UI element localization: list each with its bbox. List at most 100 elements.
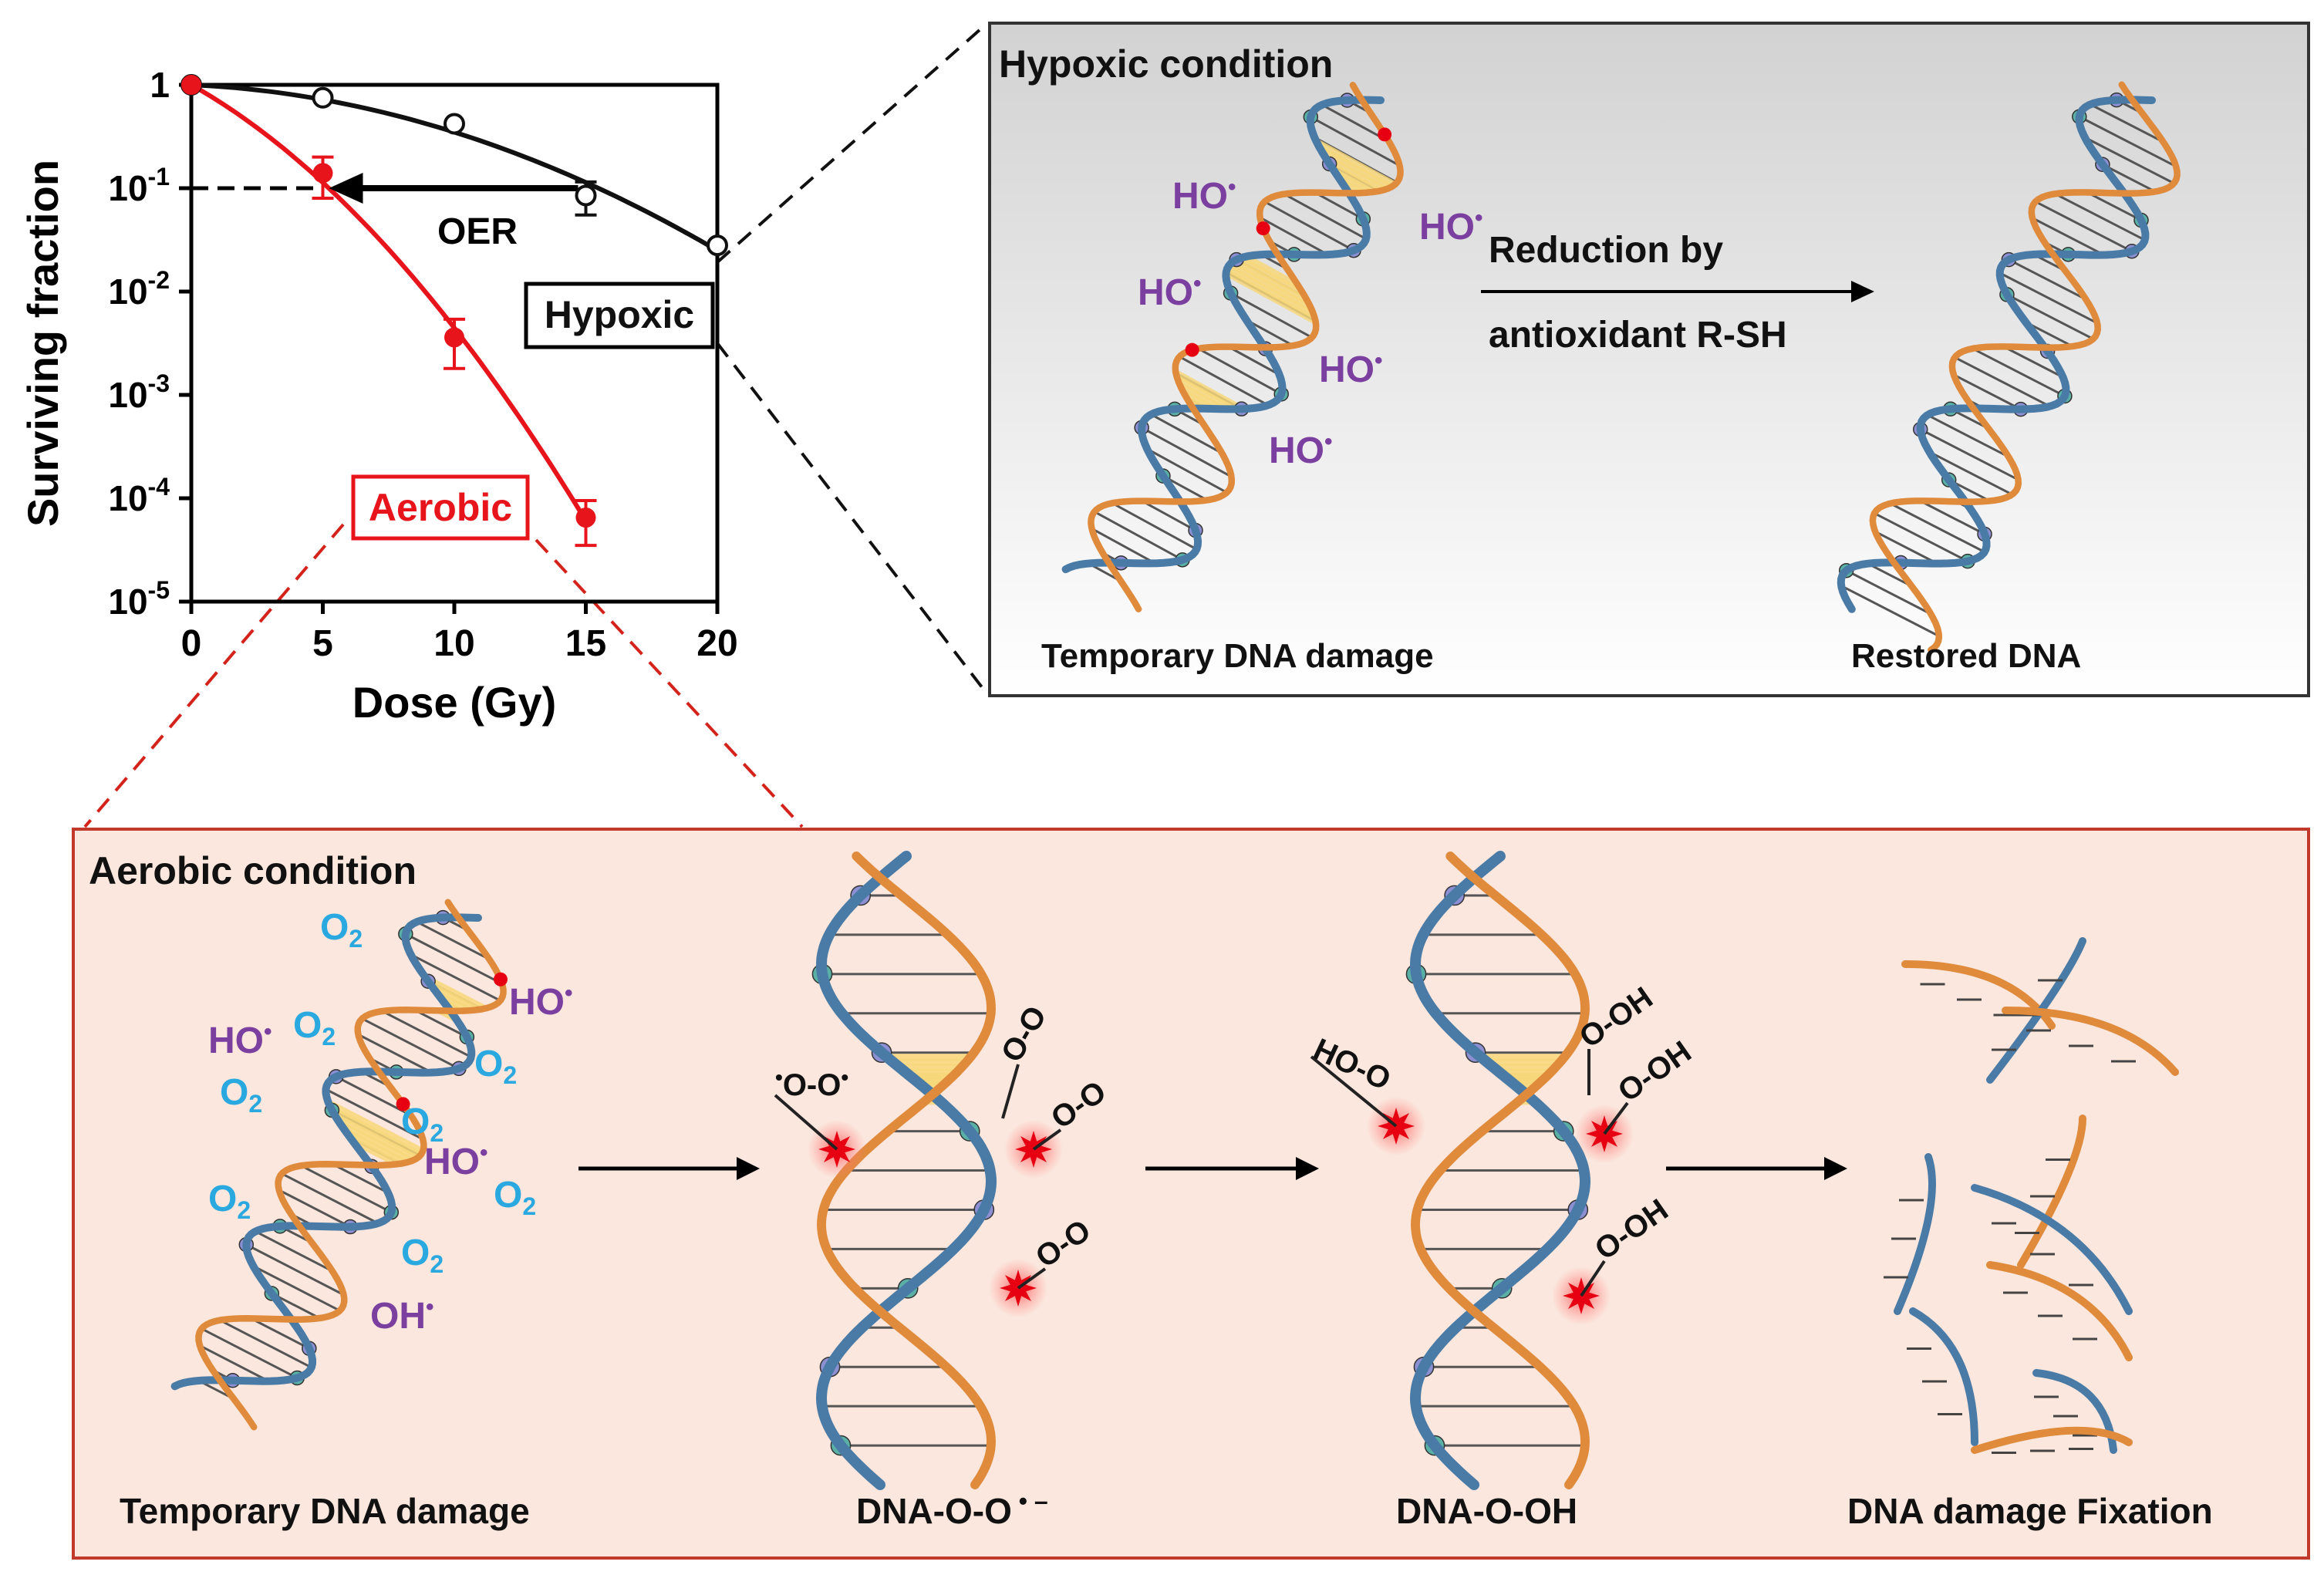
hydroxyl-radicals: HO•HO•HO•HO•HO• bbox=[1138, 174, 1483, 471]
reduction-label-top: Reduction by bbox=[1489, 230, 1723, 271]
damaged-segment bbox=[1236, 255, 1306, 298]
base-pair bbox=[1283, 193, 1367, 240]
bond-line bbox=[1580, 1260, 1606, 1297]
aerobic-caption: Temporary DNA damage bbox=[120, 1491, 530, 1531]
strand-orange bbox=[1411, 852, 1590, 1489]
base-pair bbox=[332, 1163, 389, 1194]
x-tick-label: 0 bbox=[181, 623, 202, 664]
base-pair bbox=[201, 1327, 298, 1379]
damaged-segment bbox=[1232, 258, 1310, 305]
x-tick-label: 20 bbox=[697, 623, 737, 664]
x-tick-label: 15 bbox=[565, 623, 606, 664]
base-pair bbox=[1928, 450, 2013, 496]
base-pair bbox=[2086, 191, 2142, 221]
base-pair bbox=[1227, 346, 1280, 376]
base-pair bbox=[2090, 103, 2164, 143]
y-tick-label: 10-2 bbox=[108, 266, 170, 312]
dna-fragment bbox=[1971, 1426, 2133, 1454]
base-pair bbox=[405, 933, 503, 985]
point-hypoxic bbox=[575, 184, 597, 207]
strand-blue bbox=[1061, 96, 1385, 574]
hypoxic-panel-frame bbox=[988, 22, 2310, 697]
base-pair bbox=[1179, 356, 1269, 406]
radical-label: HO• bbox=[424, 1140, 488, 1182]
damaged-segment bbox=[1174, 369, 1243, 413]
hydroxyl-radical-label: HO• bbox=[1419, 205, 1483, 248]
base-pair bbox=[1150, 413, 1223, 454]
base-pair bbox=[1094, 511, 1183, 562]
hypoxic-panel: Hypoxic condition HO•HO•HO•HO•HO• Reduct… bbox=[988, 22, 2310, 697]
aerobic-panel-title: Aerobic condition bbox=[89, 849, 417, 892]
dna-fragment bbox=[1986, 1261, 2133, 1361]
base-pair bbox=[1162, 474, 1208, 501]
dna-helix-damaged bbox=[1061, 82, 1404, 612]
x-tick-label: 5 bbox=[312, 623, 333, 664]
oxygen-label: O2 bbox=[494, 1175, 536, 1220]
base-pair bbox=[357, 1033, 433, 1074]
damaged-segment bbox=[1224, 269, 1317, 325]
base-pair bbox=[1920, 428, 2019, 481]
y-axis-ticks: 110-110-210-310-410-5 bbox=[108, 65, 191, 622]
legend-aerobic: Aerobic bbox=[351, 474, 530, 541]
bond-line bbox=[1603, 1101, 1629, 1135]
base-pair bbox=[2084, 136, 2175, 184]
base-pair bbox=[410, 953, 501, 1002]
legend-hypoxic-label: Hypoxic bbox=[545, 293, 695, 336]
point-aerobic bbox=[575, 508, 596, 528]
base-pair bbox=[1310, 116, 1401, 167]
damaged-segment bbox=[424, 975, 487, 1012]
base-pair bbox=[1954, 356, 2051, 408]
base-pair bbox=[1141, 500, 1196, 531]
base-pair bbox=[250, 1317, 310, 1350]
chem-label: •O-O• bbox=[775, 1065, 848, 1102]
y-tick-label: 10-1 bbox=[108, 163, 170, 208]
base-pair bbox=[2032, 217, 2105, 256]
aerobic-caption: DNA damage Fixation bbox=[1847, 1491, 2213, 1531]
base-pair bbox=[245, 1243, 345, 1297]
strand-blue bbox=[1837, 96, 2156, 613]
point-hypoxic bbox=[312, 86, 334, 109]
point-aerobic bbox=[181, 75, 201, 95]
hypoxic-caption-right: Restored DNA bbox=[1851, 637, 2081, 675]
x-axis-label: Dose (Gy) bbox=[352, 678, 557, 727]
base-pair bbox=[2035, 201, 2133, 253]
y-tick-label: 10-5 bbox=[108, 576, 170, 622]
dna-helix-temporary bbox=[170, 899, 508, 1431]
base-pair bbox=[2006, 293, 2094, 340]
base-pair bbox=[325, 1088, 424, 1141]
zoom-connectors bbox=[83, 22, 989, 828]
bond-line bbox=[1017, 1267, 1047, 1290]
oxygen-label: O2 bbox=[320, 907, 363, 953]
process-arrowhead bbox=[737, 1157, 760, 1180]
base-pair bbox=[1846, 569, 1932, 615]
base-pair bbox=[1867, 562, 1913, 588]
base-pair bbox=[361, 1017, 460, 1070]
damaged-segment bbox=[1328, 162, 1380, 194]
oer-arrowhead bbox=[329, 173, 363, 204]
damaged-segment bbox=[1314, 139, 1397, 188]
oxygen-label: O2 bbox=[401, 1101, 444, 1147]
damaged-segment bbox=[1243, 254, 1300, 290]
damage-site bbox=[1256, 221, 1270, 236]
damaged-segment bbox=[1226, 265, 1316, 319]
point-hypoxic bbox=[444, 113, 465, 135]
base-pair bbox=[300, 1165, 392, 1214]
process-arrows bbox=[578, 1157, 1847, 1180]
base-pair bbox=[1229, 292, 1313, 339]
y-tick-label: 10-3 bbox=[108, 369, 170, 415]
y-tick-label: 10-4 bbox=[108, 473, 170, 518]
legend-hypoxic: Hypoxic bbox=[524, 282, 715, 349]
hydroxyl-radical-label: HO• bbox=[1172, 174, 1236, 217]
base-pair bbox=[271, 1292, 321, 1320]
curve-aerobic bbox=[190, 83, 589, 522]
dna-fragment bbox=[1986, 937, 2086, 1084]
point-aerobic bbox=[444, 327, 464, 348]
damage-site bbox=[1378, 127, 1392, 142]
damaged-segment bbox=[344, 1128, 407, 1166]
base-pair bbox=[1141, 427, 1233, 478]
dna-fragment bbox=[2002, 1007, 2179, 1076]
dna-helix-hydroperoxide bbox=[1405, 851, 1591, 1490]
damaged-segment bbox=[329, 1106, 422, 1159]
bond-line bbox=[774, 1094, 838, 1151]
